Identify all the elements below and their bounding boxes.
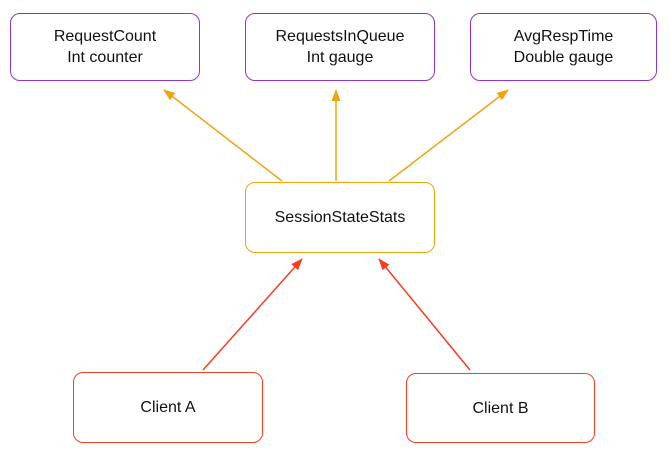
node-requests-in-queue: RequestsInQueue Int gauge xyxy=(245,13,435,81)
node-request-count: RequestCount Int counter xyxy=(10,13,200,81)
node-title: SessionStateStats xyxy=(274,209,406,226)
node-avg-resp-time: AvgRespTime Double gauge xyxy=(470,13,657,81)
node-client-a: Client A xyxy=(73,372,263,443)
node-client-b: Client B xyxy=(406,373,595,443)
node-session-state-stats: SessionStateStats xyxy=(245,182,435,253)
node-title: Client B xyxy=(472,399,529,417)
arrow-client-a-to-stats xyxy=(202,258,303,371)
arrow-client-b-to-stats xyxy=(378,258,471,371)
node-subtitle: Double gauge xyxy=(513,49,614,66)
node-subtitle: Int counter xyxy=(67,49,143,66)
node-title: Client A xyxy=(140,399,196,416)
node-title: RequestsInQueue xyxy=(275,28,405,45)
arrow-stats-to-avg-resp-time xyxy=(388,89,509,182)
node-title: AvgRespTime xyxy=(513,28,614,45)
arrow-stats-to-request-count xyxy=(163,89,283,182)
node-title: RequestCount xyxy=(53,28,157,45)
node-subtitle: Int gauge xyxy=(306,49,374,66)
